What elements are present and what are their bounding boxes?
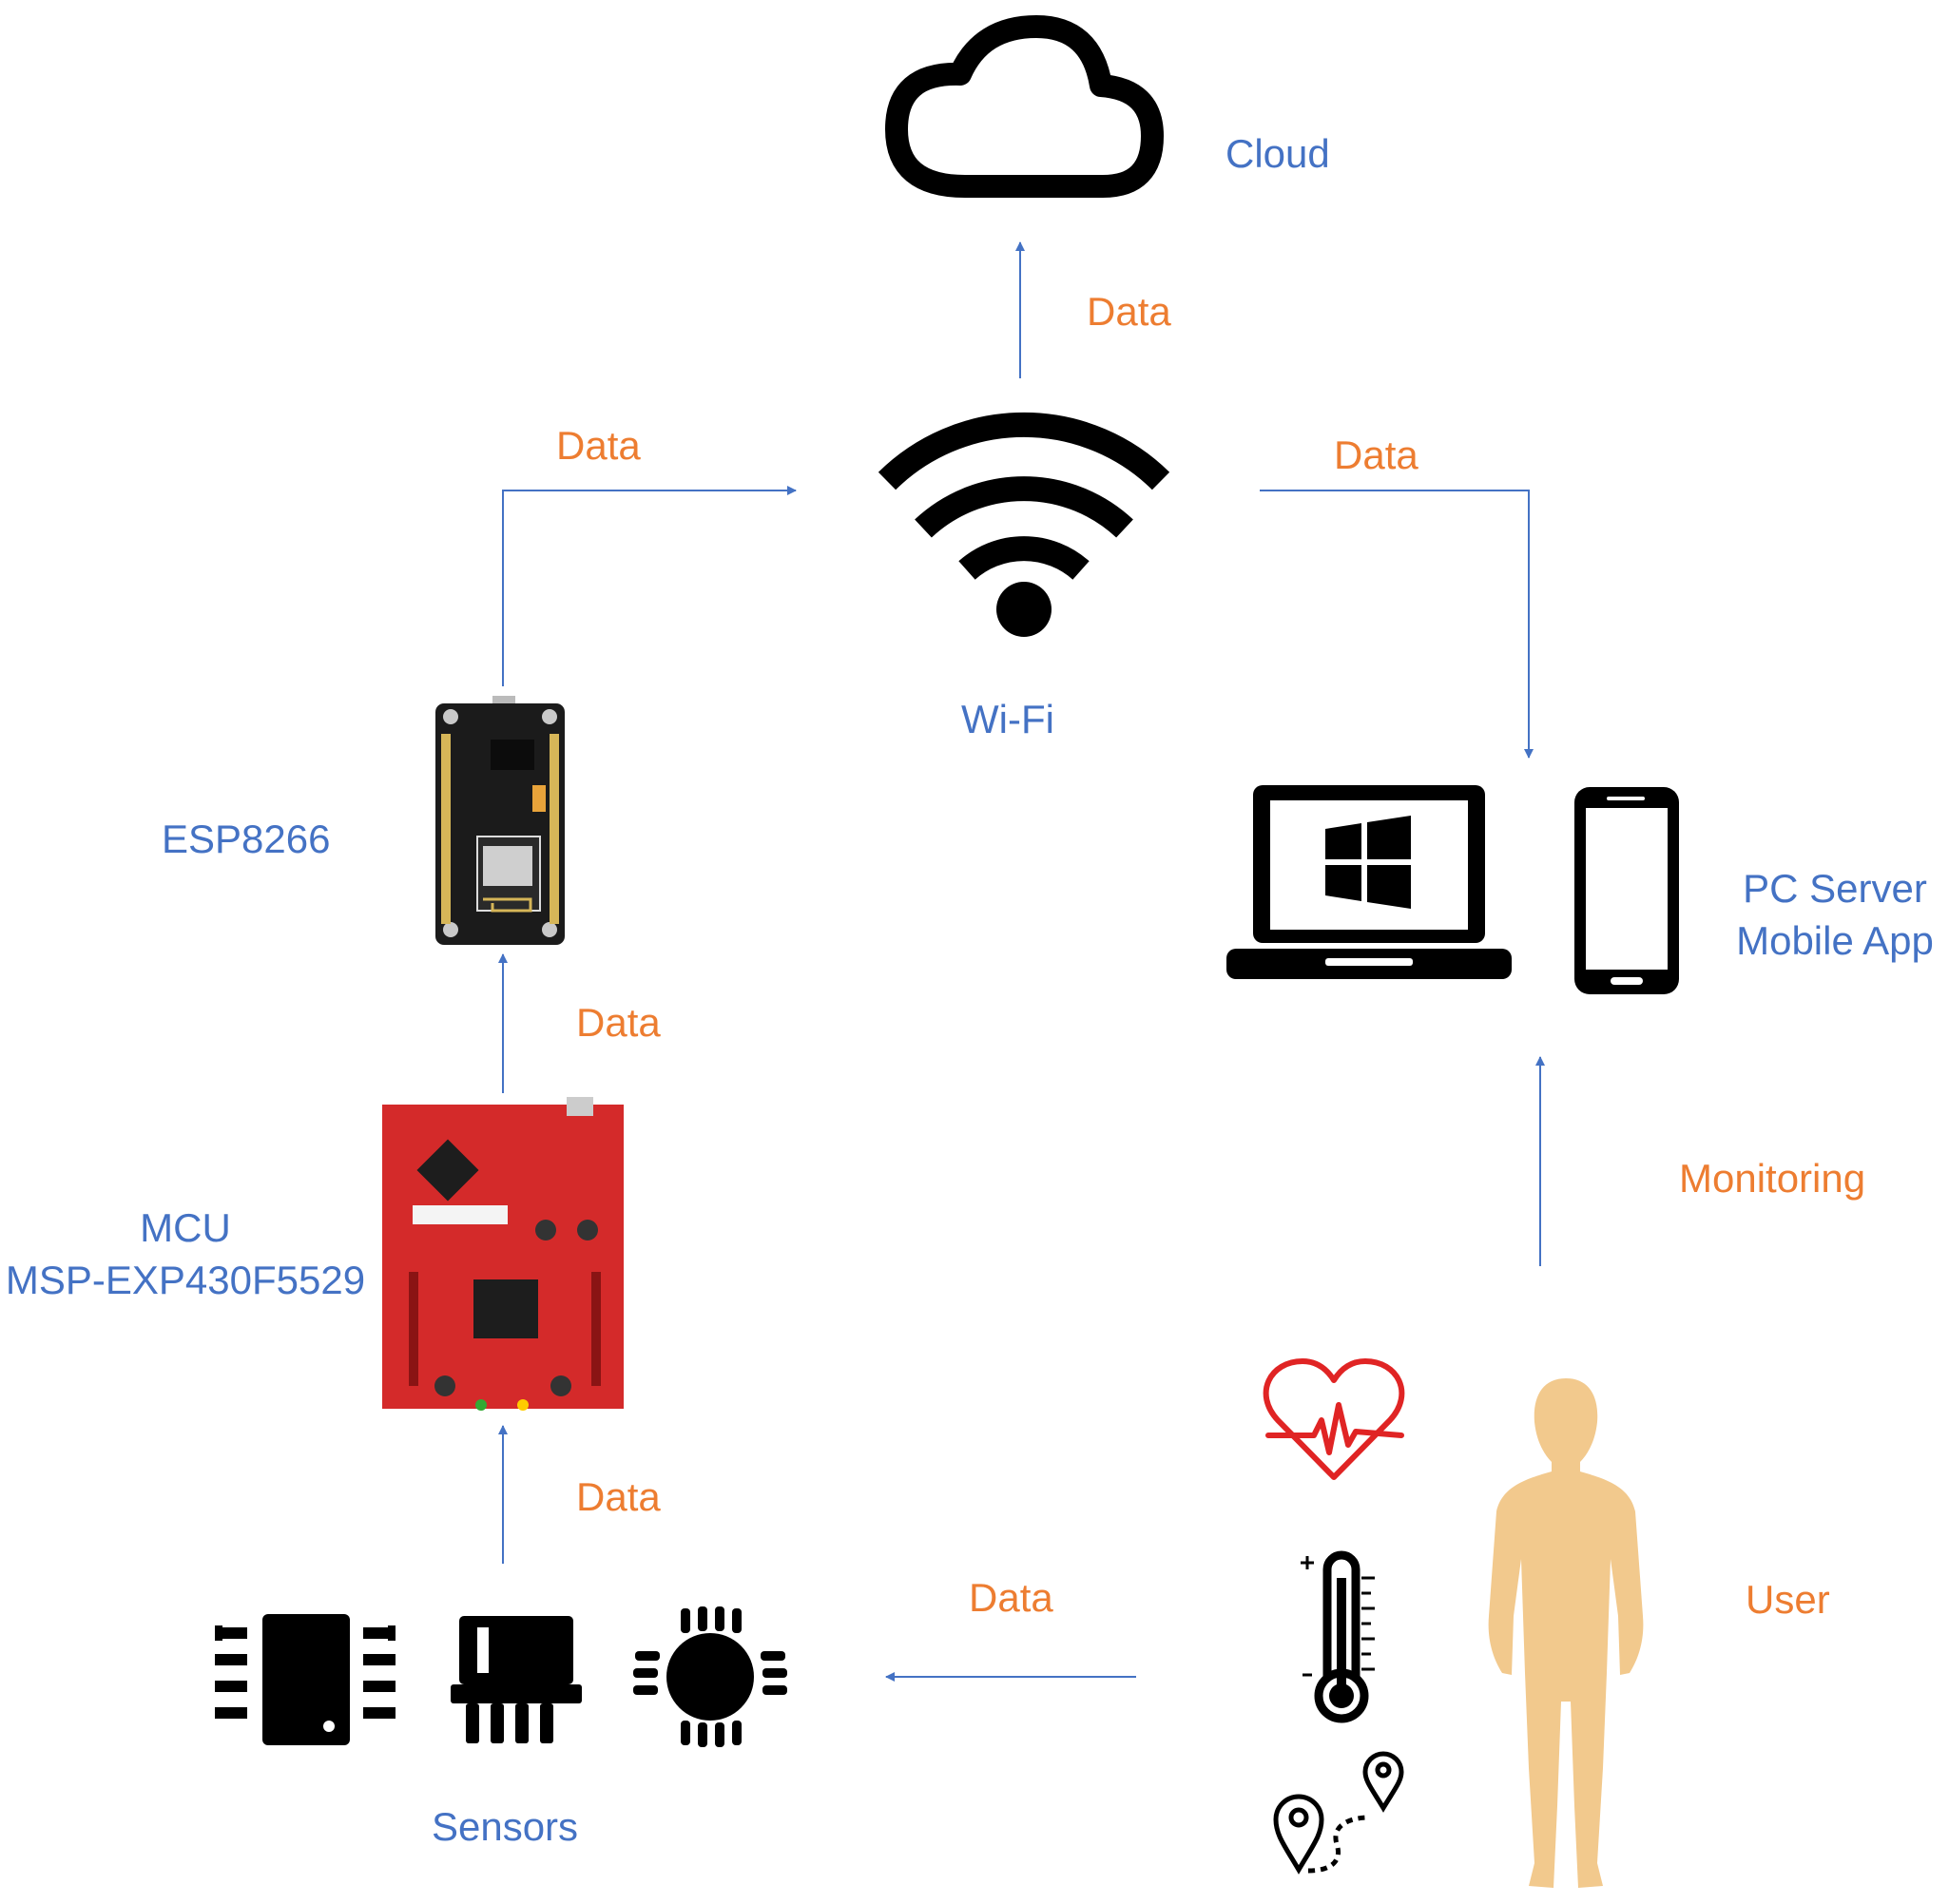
label-mcu-model: MSP-EXP430F5529 <box>5 1258 366 1302</box>
gps-route-icon <box>1273 1751 1404 1875</box>
label-pc-server: PC Server <box>1743 866 1927 911</box>
label-wifi: Wi-Fi <box>961 697 1054 741</box>
edge-label-wifi-cloud: Data <box>1087 289 1171 334</box>
label-mobile-app: Mobile App <box>1736 918 1934 963</box>
heartbeat-icon <box>1263 1358 1405 1480</box>
esp8266-board-icon <box>435 696 565 945</box>
label-sensors: Sensors <box>431 1804 579 1849</box>
edge-label-monitoring: Monitoring <box>1679 1156 1866 1201</box>
laptop-windows-icon <box>1226 785 1512 979</box>
sensor-icon <box>451 1616 582 1743</box>
label-cloud: Cloud <box>1225 131 1330 176</box>
gear-chip-icon <box>633 1606 787 1747</box>
label-esp8266: ESP8266 <box>162 817 331 861</box>
label-user: User <box>1746 1577 1830 1622</box>
smartphone-icon <box>1574 787 1679 994</box>
wifi-icon <box>878 412 1170 637</box>
edge-label-wifi-pc: Data <box>1334 433 1418 477</box>
edge-label-sensors-mcu: Data <box>576 1474 661 1519</box>
cloud-icon <box>885 15 1164 198</box>
thermometer-icon <box>1301 1550 1375 1723</box>
edge-label-mcu-esp: Data <box>576 1000 661 1045</box>
chip-icon <box>215 1614 396 1745</box>
msp430-board-icon <box>382 1097 624 1411</box>
arrow-esp-to-wifi <box>502 486 797 686</box>
arrow-wifi-to-pc <box>1260 490 1534 759</box>
person-icon <box>1488 1378 1644 1888</box>
label-mcu: MCU <box>140 1205 231 1250</box>
edge-label-esp-wifi: Data <box>556 423 641 468</box>
edge-label-user-sensors: Data <box>969 1575 1053 1620</box>
